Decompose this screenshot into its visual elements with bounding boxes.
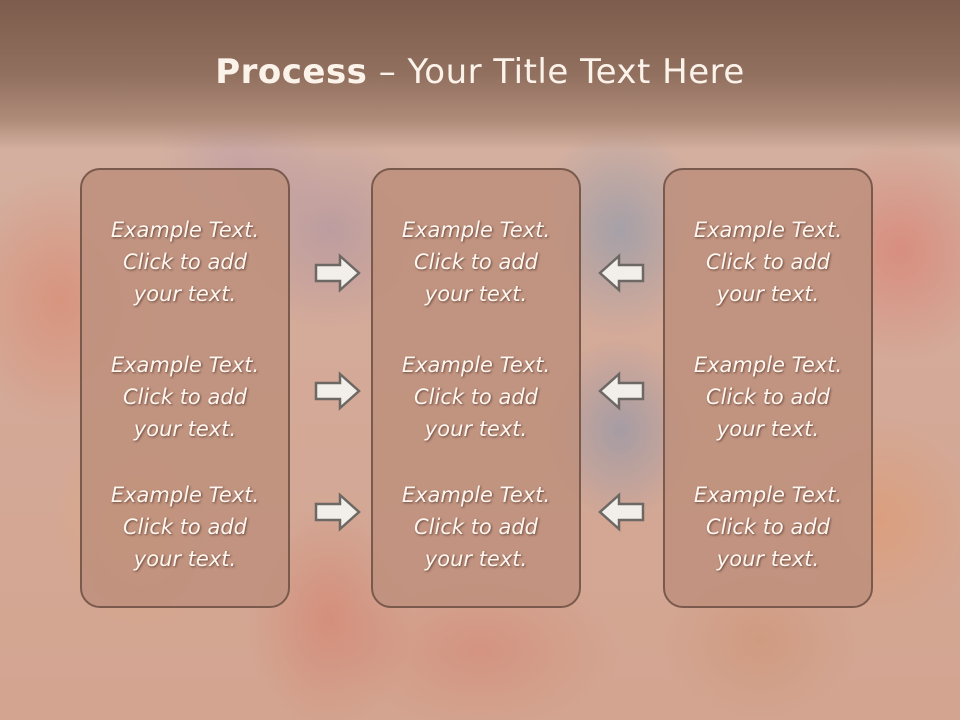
text-line: Click to add	[122, 385, 247, 409]
text-line: Example Text.	[110, 218, 260, 242]
text-line: your text.	[133, 282, 237, 306]
text-line: your text.	[133, 417, 237, 441]
text-line: your text.	[133, 547, 237, 571]
text-item[interactable]: Example Text. Click to add your text.	[82, 479, 288, 575]
text-line: Click to add	[122, 250, 247, 274]
arrow-left-icon	[598, 492, 645, 532]
title-bar	[0, 0, 960, 150]
text-line: Example Text.	[693, 353, 843, 377]
process-panel-center[interactable]: Example Text. Click to add your text. Ex…	[371, 168, 581, 608]
text-line: Click to add	[705, 515, 830, 539]
arrow-right-icon	[314, 371, 361, 411]
title-bold: Process	[215, 52, 368, 92]
text-line: your text.	[716, 282, 820, 306]
process-panel-right[interactable]: Example Text. Click to add your text. Ex…	[663, 168, 873, 608]
title-rest: – Your Title Text Here	[367, 52, 745, 92]
slide-title[interactable]: Process – Your Title Text Here	[0, 52, 960, 92]
arrow-left-icon	[598, 253, 645, 293]
text-item[interactable]: Example Text. Click to add your text.	[665, 349, 871, 445]
text-line: Click to add	[705, 385, 830, 409]
text-line: Example Text.	[401, 353, 551, 377]
text-line: your text.	[716, 547, 820, 571]
text-line: your text.	[424, 417, 528, 441]
text-line: Example Text.	[110, 483, 260, 507]
text-line: Click to add	[122, 515, 247, 539]
text-line: your text.	[716, 417, 820, 441]
text-line: Click to add	[705, 250, 830, 274]
text-item[interactable]: Example Text. Click to add your text.	[82, 214, 288, 310]
text-line: Example Text.	[693, 218, 843, 242]
text-line: Click to add	[413, 515, 538, 539]
text-item[interactable]: Example Text. Click to add your text.	[373, 214, 579, 310]
arrow-right-icon	[314, 253, 361, 293]
text-item[interactable]: Example Text. Click to add your text.	[665, 479, 871, 575]
text-item[interactable]: Example Text. Click to add your text.	[82, 349, 288, 445]
text-line: Example Text.	[401, 483, 551, 507]
text-line: Click to add	[413, 385, 538, 409]
text-item[interactable]: Example Text. Click to add your text.	[373, 479, 579, 575]
arrow-left-icon	[598, 371, 645, 411]
arrow-right-icon	[314, 492, 361, 532]
text-item[interactable]: Example Text. Click to add your text.	[373, 349, 579, 445]
text-line: Example Text.	[401, 218, 551, 242]
text-line: your text.	[424, 547, 528, 571]
text-line: Example Text.	[693, 483, 843, 507]
text-line: your text.	[424, 282, 528, 306]
text-line: Click to add	[413, 250, 538, 274]
text-item[interactable]: Example Text. Click to add your text.	[665, 214, 871, 310]
process-panel-left[interactable]: Example Text. Click to add your text. Ex…	[80, 168, 290, 608]
text-line: Example Text.	[110, 353, 260, 377]
